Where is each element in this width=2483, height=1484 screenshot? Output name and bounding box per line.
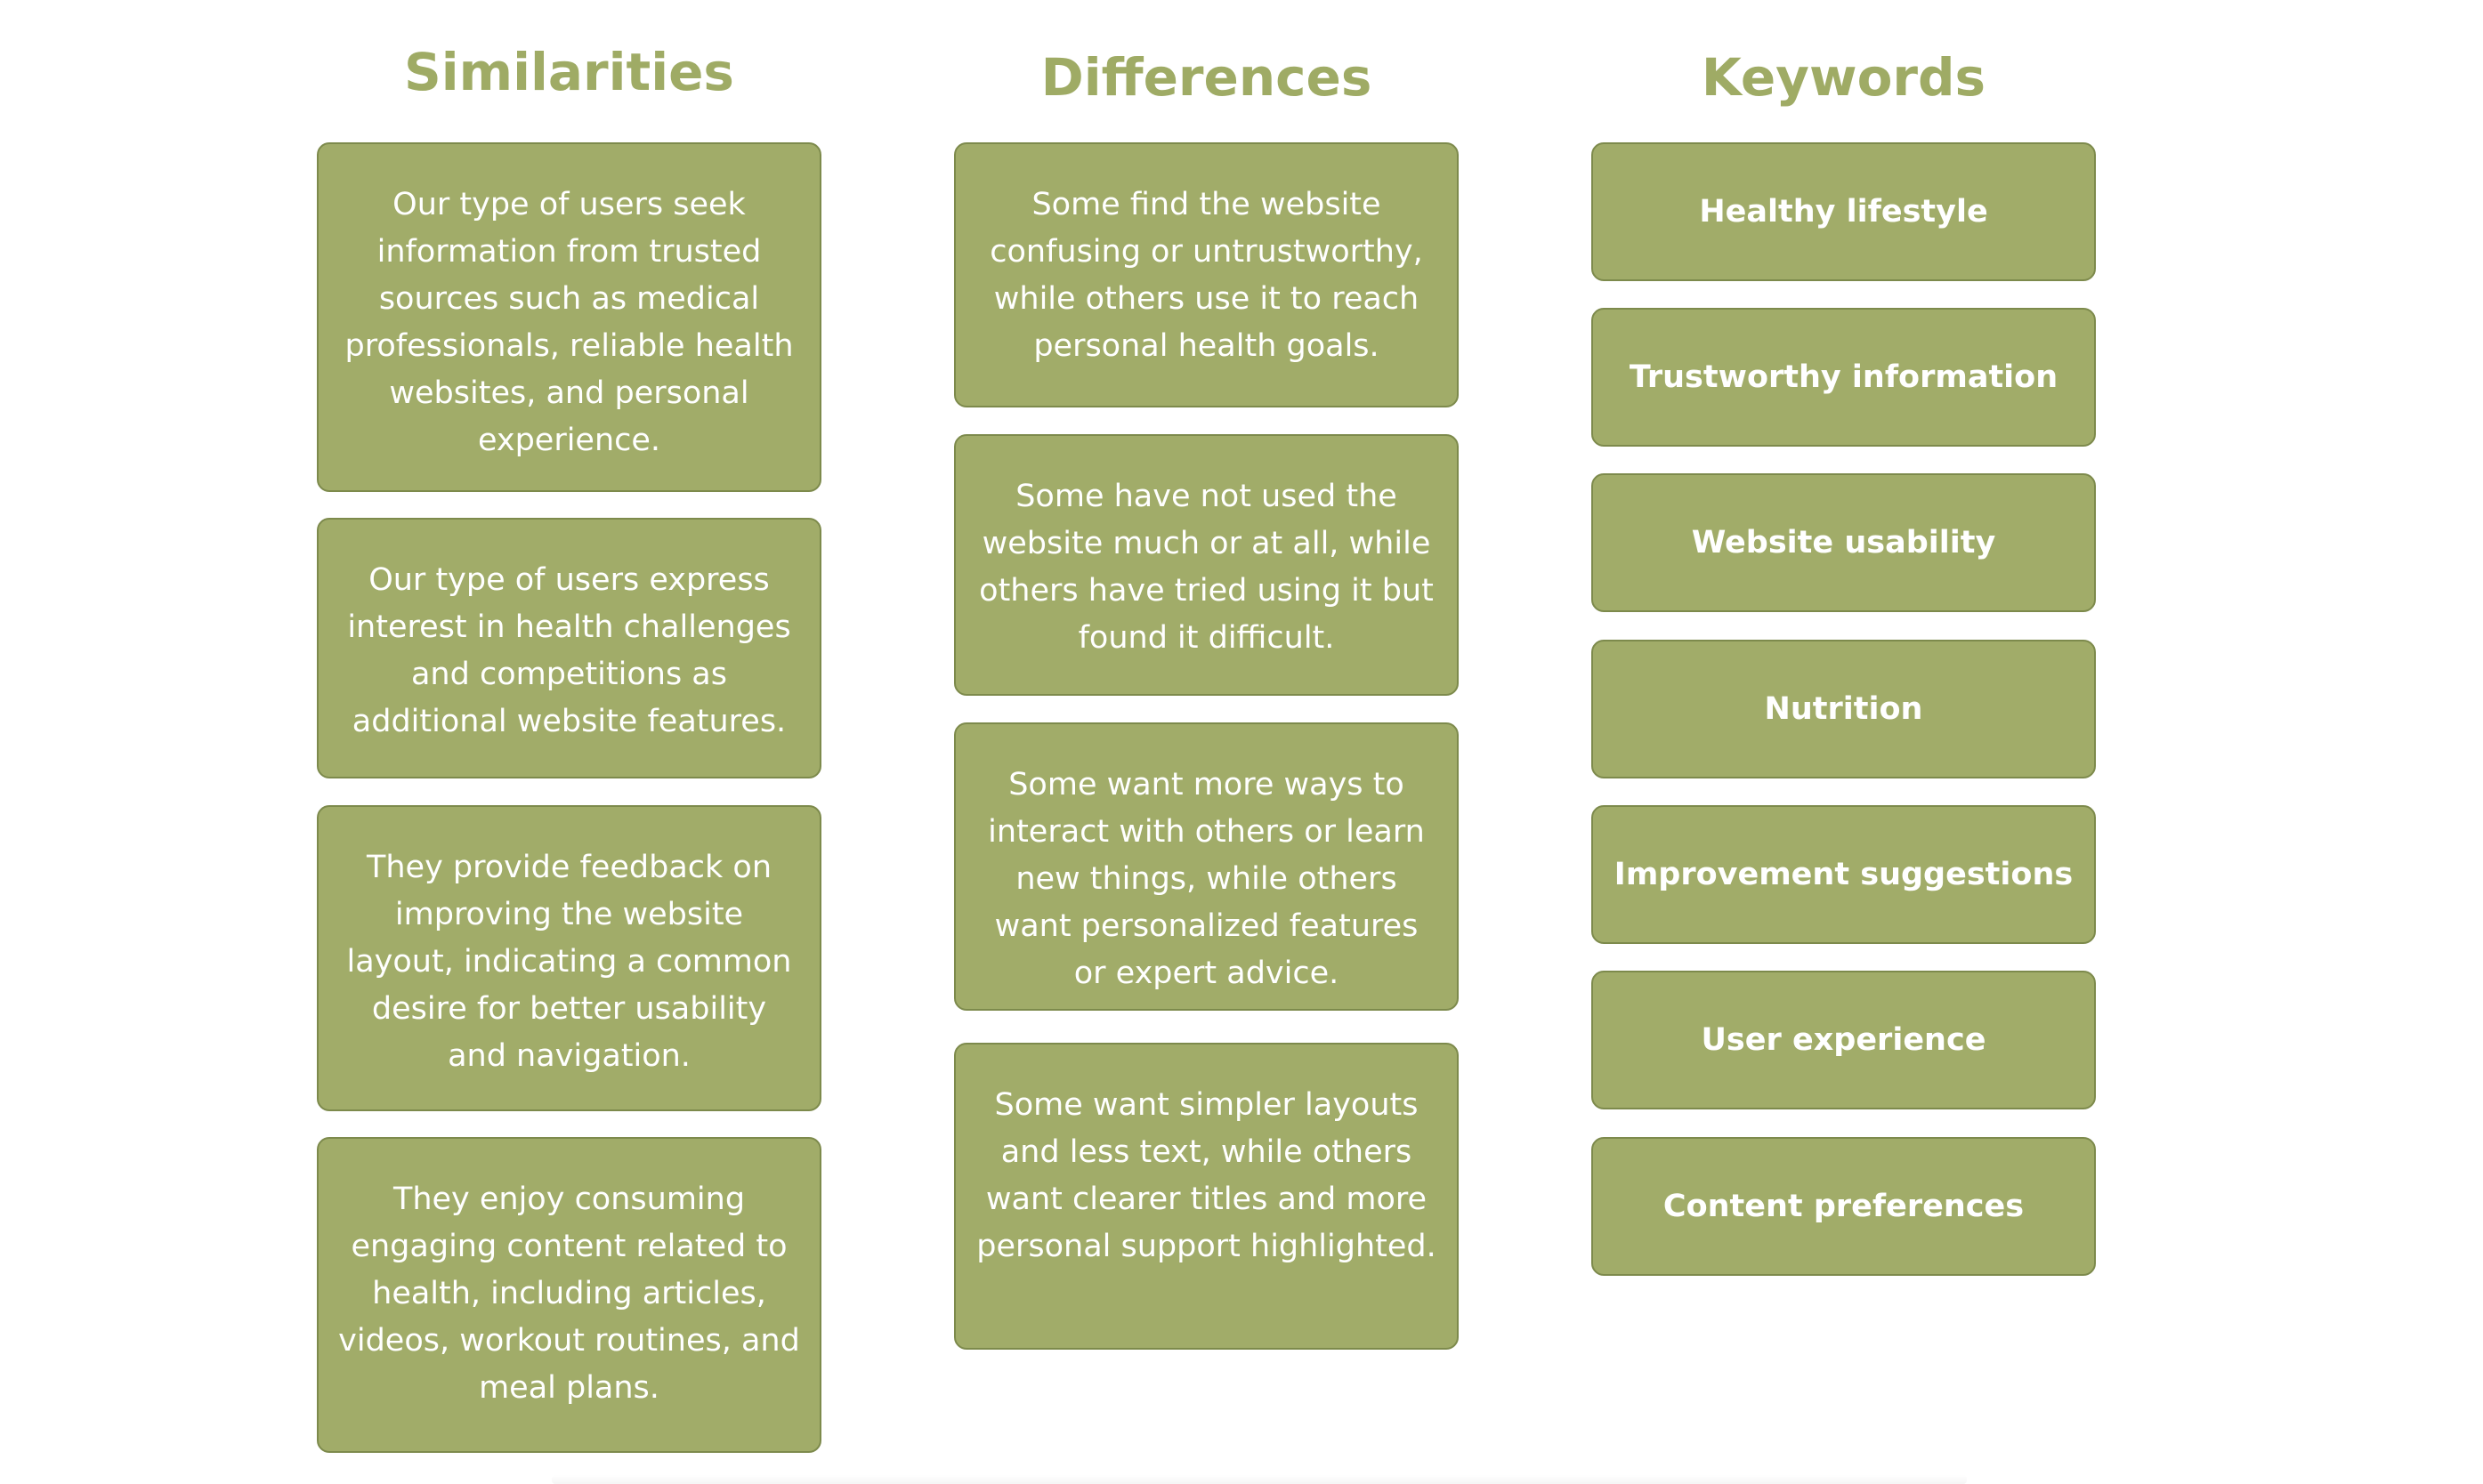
difference-card: Some find the website confusing or untru… [954, 142, 1459, 407]
keyword-label: Website usability [1691, 525, 1996, 561]
keyword-box: Nutrition [1591, 640, 2096, 778]
similarity-card-text: They enjoy consuming engaging content re… [338, 1182, 800, 1406]
similarities-title: Similarities [404, 42, 734, 102]
keyword-box: Content preferences [1591, 1137, 2096, 1276]
similarity-card: They provide feedback on improving the w… [317, 805, 821, 1111]
keyword-label: Healthy lifestyle [1699, 194, 1988, 230]
keyword-box: Trustworthy information [1591, 308, 2096, 447]
keyword-box: Improvement suggestions [1591, 805, 2096, 944]
keyword-label: User experience [1701, 1022, 1986, 1058]
difference-card-text: Some want more ways to interact with oth… [988, 767, 1425, 991]
difference-card-text: Some have not used the website much or a… [979, 479, 1434, 656]
bottom-divider [552, 1475, 1967, 1484]
similarity-card-text: Our type of users seek information from … [344, 187, 794, 458]
difference-card-text: Some find the website confusing or untru… [990, 187, 1423, 364]
keyword-label: Trustworthy information [1629, 359, 2058, 395]
difference-card-text: Some want simpler layouts and less text,… [976, 1087, 1436, 1264]
similarity-card-text: Our type of users express interest in he… [347, 562, 791, 739]
difference-card: Some want more ways to interact with oth… [954, 722, 1459, 1011]
similarity-card: Our type of users express interest in he… [317, 518, 821, 778]
differences-title: Differences [1040, 47, 1372, 108]
difference-card: Some have not used the website much or a… [954, 434, 1459, 696]
keyword-box: Website usability [1591, 473, 2096, 612]
similarity-card: They enjoy consuming engaging content re… [317, 1137, 821, 1453]
similarity-card: Our type of users seek information from … [317, 142, 821, 492]
keyword-box: Healthy lifestyle [1591, 142, 2096, 281]
difference-card: Some want simpler layouts and less text,… [954, 1043, 1459, 1350]
keyword-label: Improvement suggestions [1614, 857, 2074, 892]
similarity-card-text: They provide feedback on improving the w… [346, 850, 792, 1074]
keyword-box: User experience [1591, 971, 2096, 1109]
keyword-label: Nutrition [1764, 691, 1923, 727]
keywords-title: Keywords [1701, 47, 1986, 108]
keyword-label: Content preferences [1662, 1189, 2025, 1224]
